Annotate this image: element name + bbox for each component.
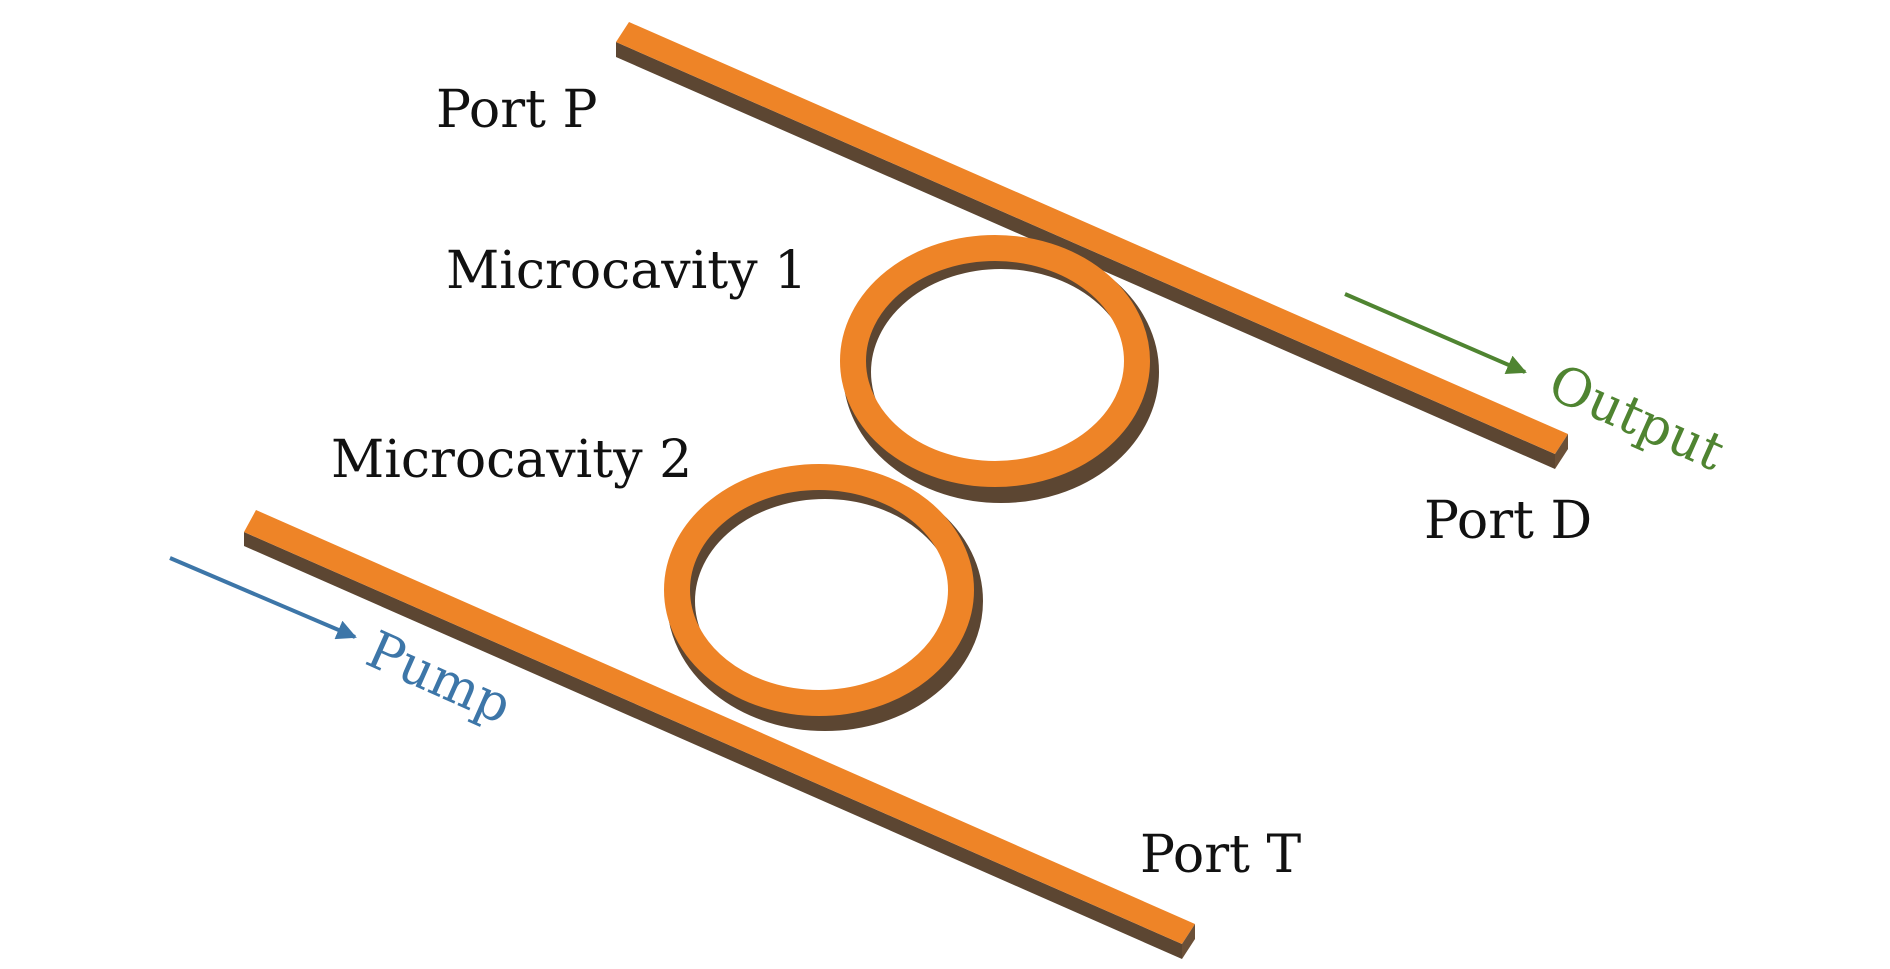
output-label: Output [1540,353,1733,483]
port-p-label: Port P [436,80,597,140]
bottom-waveguide [244,510,1195,959]
port-d-label: Port D [1424,491,1592,551]
microcavity-2-ring [664,464,983,731]
microcavity-1-ring [840,235,1159,503]
port-t-label: Port T [1140,825,1301,885]
pump-arrow [169,556,357,640]
microcavity-1-label: Microcavity 1 [446,241,807,301]
microcavity-2-label: Microcavity 2 [331,430,692,490]
top-waveguide [616,22,1568,469]
output-arrow [1344,292,1527,375]
